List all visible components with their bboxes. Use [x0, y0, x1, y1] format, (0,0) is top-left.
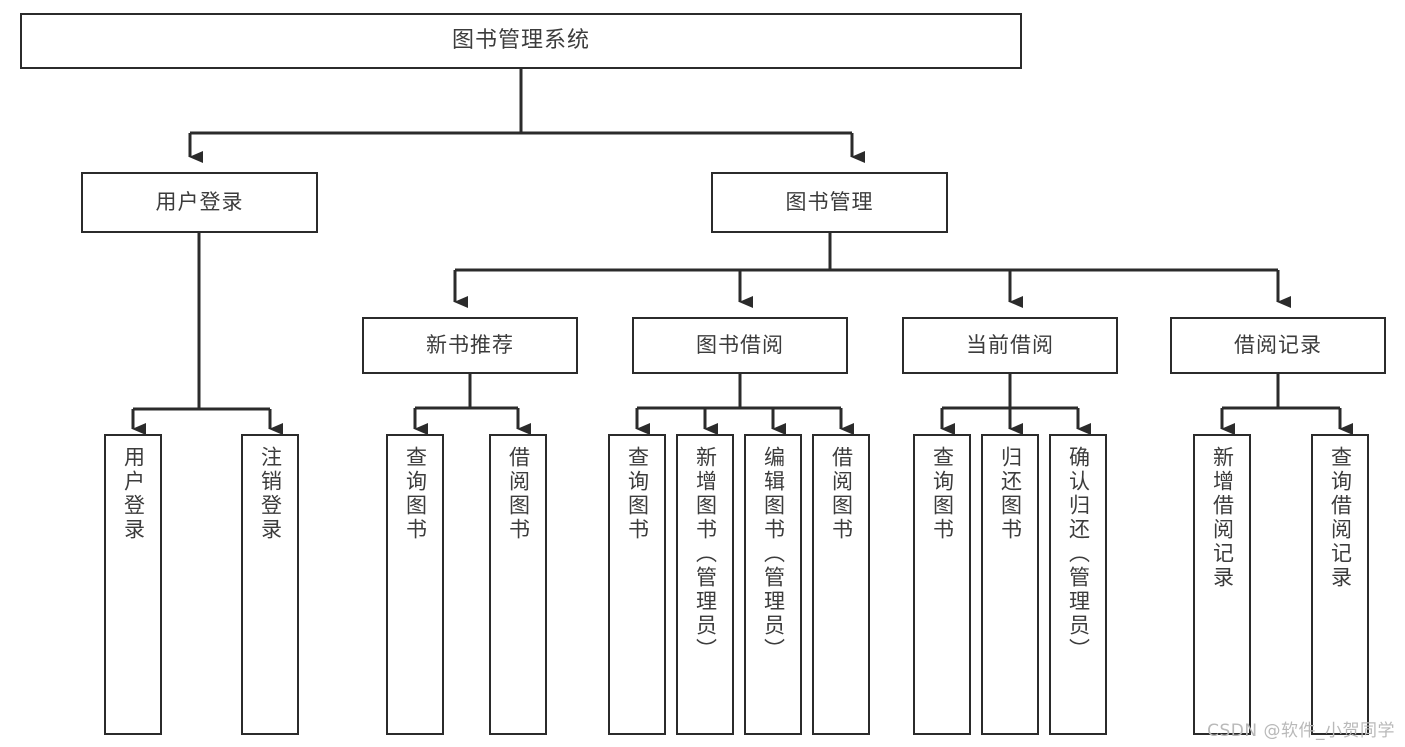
- node-label: 新书推荐: [426, 333, 514, 358]
- node-leaf-query-book-current[interactable]: 查询图书: [913, 434, 971, 735]
- node-label: 查询图书: [403, 446, 428, 542]
- node-label: 用户登录: [121, 446, 146, 542]
- node-leaf-edit-book[interactable]: 编辑图书（管理员）: [744, 434, 802, 735]
- node-label: 借阅记录: [1234, 333, 1322, 358]
- node-leaf-borrow-book[interactable]: 借阅图书: [812, 434, 870, 735]
- node-label: 当前借阅: [966, 333, 1054, 358]
- node-label: 图书借阅: [696, 333, 784, 358]
- node-leaf-user-login[interactable]: 用户登录: [104, 434, 162, 735]
- node-label: 新增借阅记录: [1210, 446, 1235, 590]
- node-label: 图书管理: [785, 190, 874, 215]
- node-label: 归还图书: [998, 446, 1023, 542]
- node-label: 查询借阅记录: [1328, 446, 1353, 590]
- node-leaf-query-borrow-record[interactable]: 查询借阅记录: [1311, 434, 1369, 735]
- node-label: 确认归还（管理员）: [1066, 446, 1091, 662]
- node-new-book-recommend[interactable]: 新书推荐: [362, 317, 578, 374]
- node-label: 查询图书: [930, 446, 955, 542]
- node-leaf-return-book[interactable]: 归还图书: [981, 434, 1039, 735]
- node-book-manage[interactable]: 图书管理: [711, 172, 948, 233]
- node-leaf-confirm-return[interactable]: 确认归还（管理员）: [1049, 434, 1107, 735]
- node-leaf-borrow-book-recommend[interactable]: 借阅图书: [489, 434, 547, 735]
- node-borrow-record[interactable]: 借阅记录: [1170, 317, 1386, 374]
- node-root-book-management-system[interactable]: 图书管理系统: [20, 13, 1022, 69]
- node-label: 借阅图书: [506, 446, 531, 542]
- node-leaf-add-book[interactable]: 新增图书（管理员）: [676, 434, 734, 735]
- node-label: 注销登录: [258, 446, 283, 542]
- node-book-borrow[interactable]: 图书借阅: [632, 317, 848, 374]
- node-leaf-query-book-borrow[interactable]: 查询图书: [608, 434, 666, 735]
- node-user-login[interactable]: 用户登录: [81, 172, 318, 233]
- node-label: 新增图书（管理员）: [693, 446, 718, 662]
- watermark: CSDN @软件_小贺同学: [1207, 721, 1395, 741]
- node-label: 查询图书: [625, 446, 650, 542]
- node-label: 用户登录: [155, 190, 244, 215]
- node-leaf-query-book-recommend[interactable]: 查询图书: [386, 434, 444, 735]
- node-label: 借阅图书: [829, 446, 854, 542]
- node-leaf-add-borrow-record[interactable]: 新增借阅记录: [1193, 434, 1251, 735]
- node-label: 图书管理系统: [451, 28, 590, 54]
- node-label: 编辑图书（管理员）: [761, 446, 786, 662]
- node-leaf-user-logout[interactable]: 注销登录: [241, 434, 299, 735]
- node-current-borrow[interactable]: 当前借阅: [902, 317, 1118, 374]
